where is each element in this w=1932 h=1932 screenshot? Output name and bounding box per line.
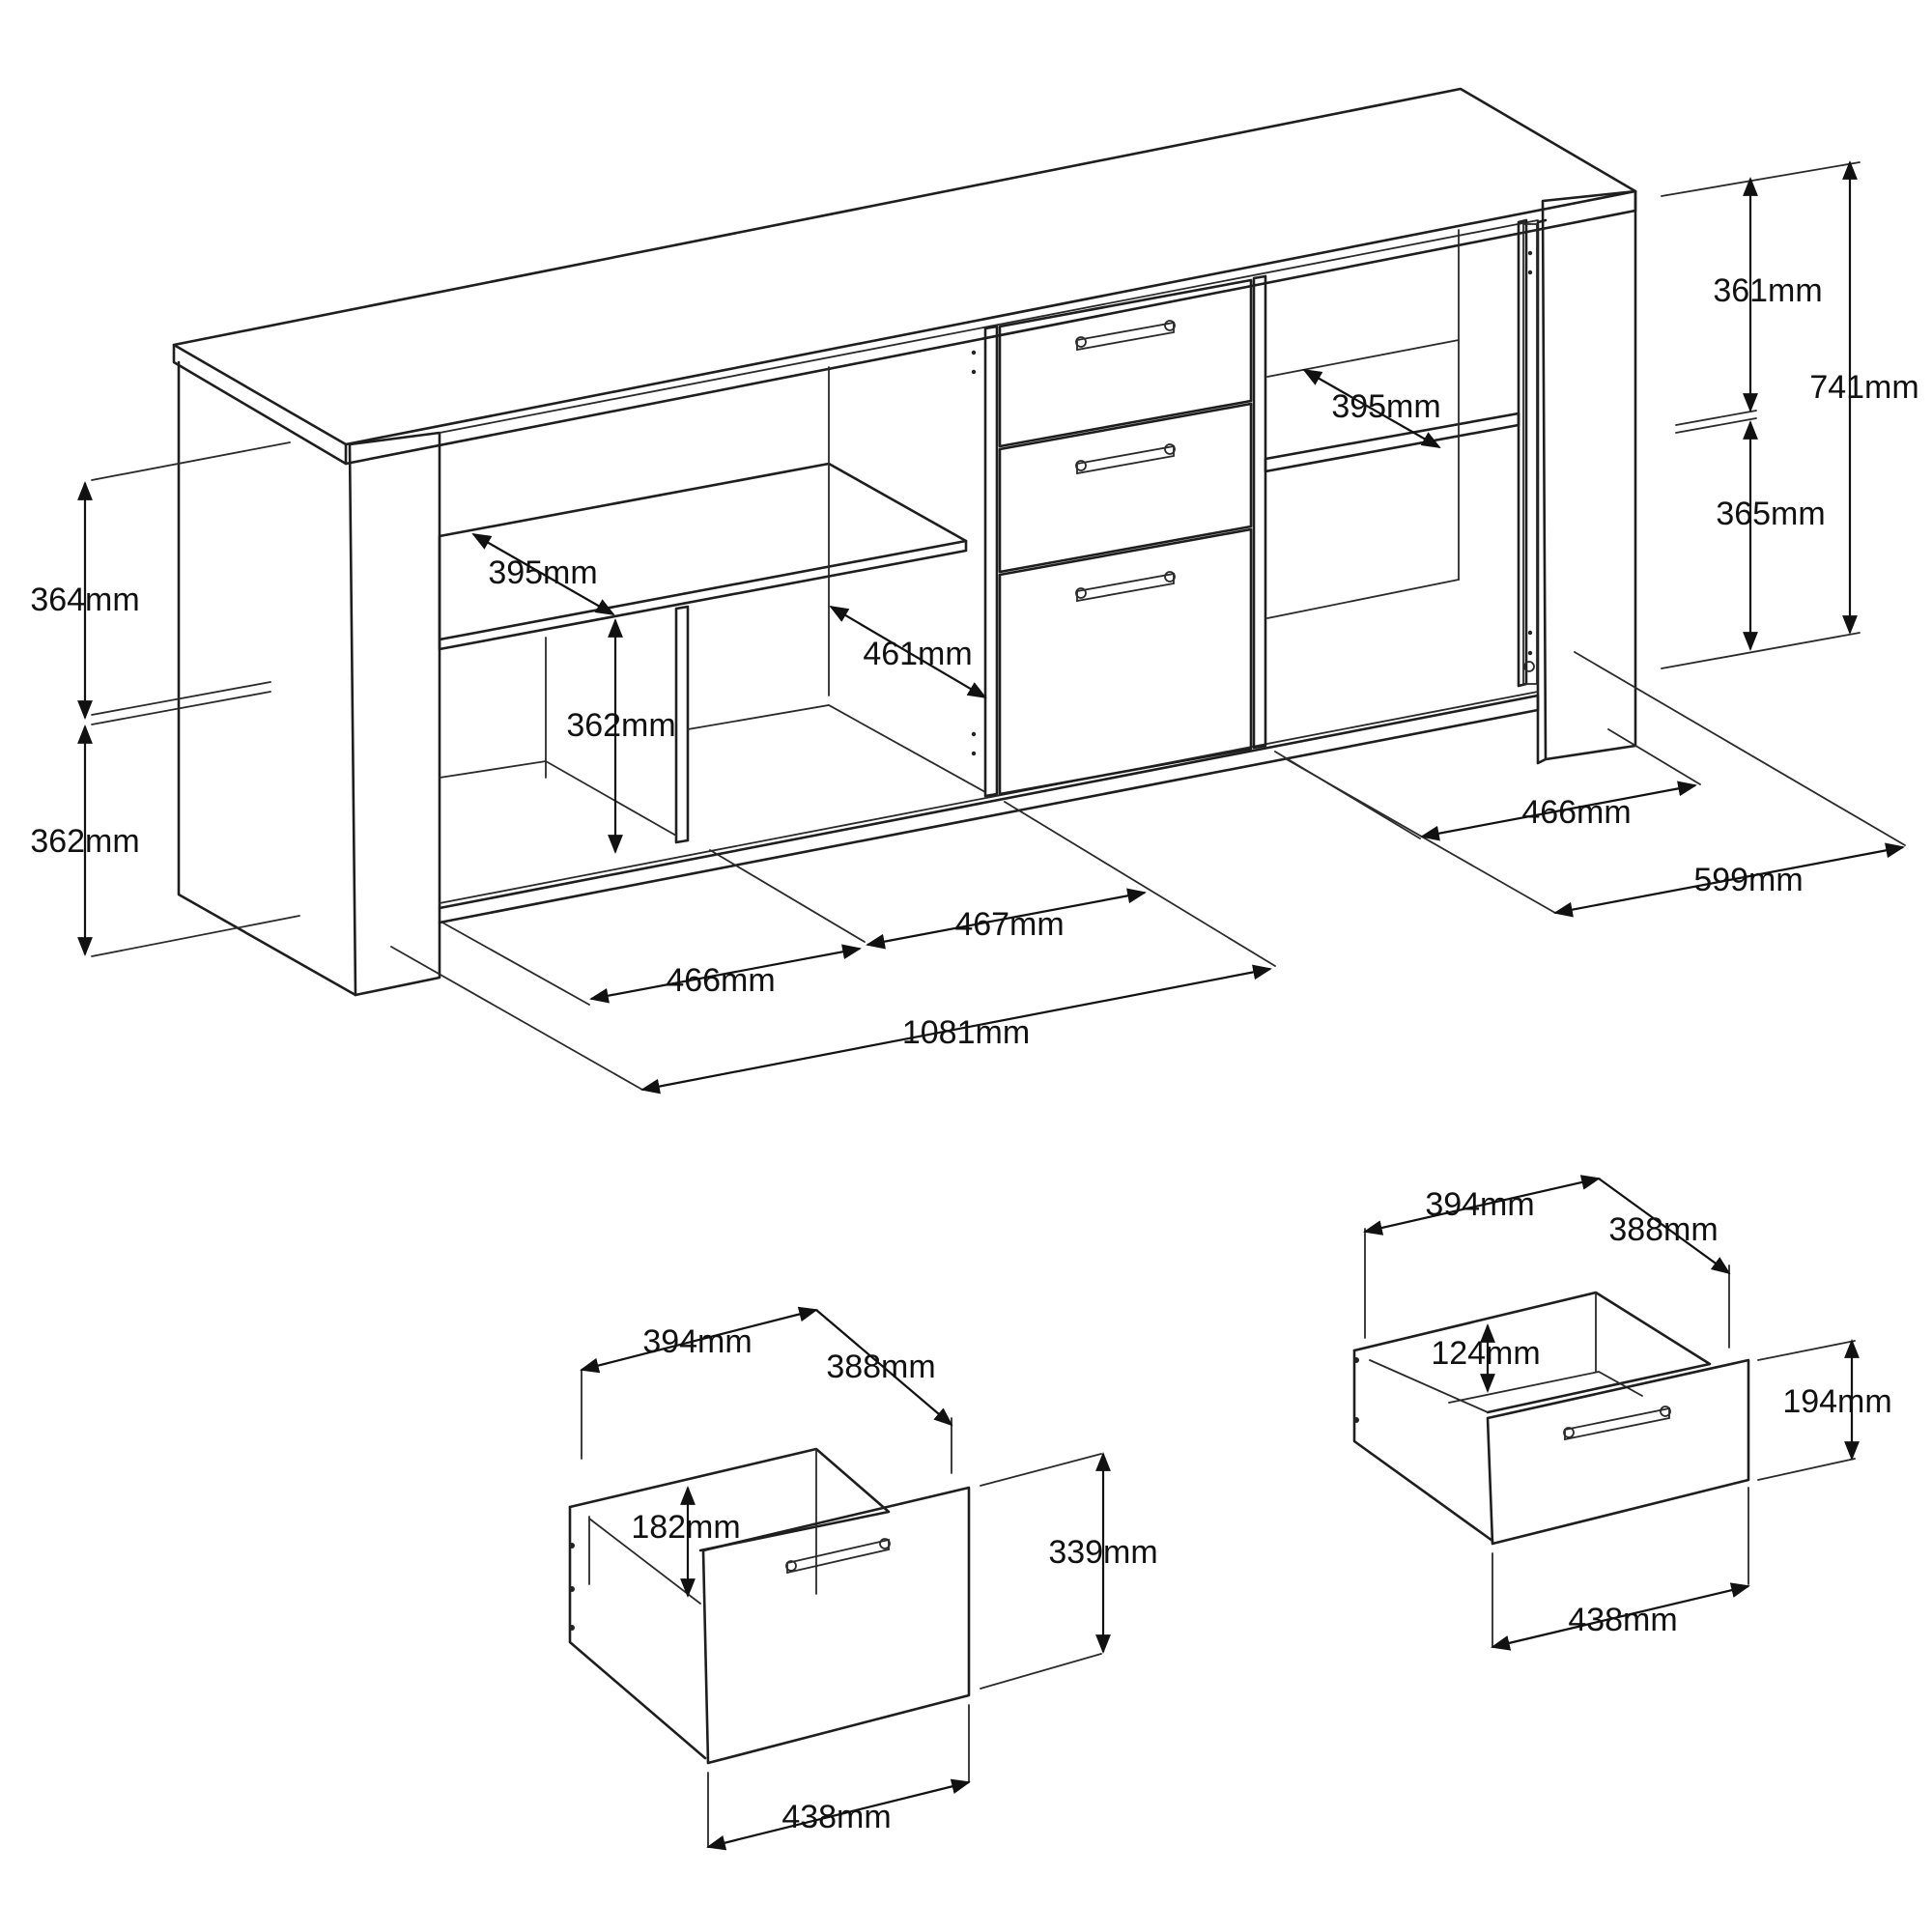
drawer-handle-top	[1075, 320, 1176, 352]
label-total-height: 741mm	[1809, 369, 1918, 406]
label-small-drawer-width-top: 394mm	[1425, 1186, 1534, 1223]
label-small-drawer-depth: 388mm	[1608, 1211, 1718, 1248]
label-left-upper-height: 364mm	[30, 582, 139, 618]
drawer-handle-bottom	[1075, 571, 1176, 603]
label-large-drawer-depth: 388mm	[826, 1349, 935, 1385]
small-drawer-handle	[1563, 1406, 1671, 1441]
small-drawer-front	[1486, 1358, 1750, 1546]
drawer-handle-middle	[1075, 443, 1176, 475]
large-drawer-handle	[785, 1538, 891, 1575]
drawer-front-bottom	[998, 527, 1253, 796]
right-end-panel	[1541, 189, 1637, 761]
label-large-drawer-front-width: 438mm	[781, 1799, 891, 1835]
drawer-front-middle	[998, 402, 1253, 574]
label-right-upper-height: 361mm	[1713, 272, 1822, 309]
small-drawer-labels: 394mm 388mm 124mm 194mm 438mm	[1425, 1186, 1891, 1638]
label-small-drawer-inner-height: 124mm	[1431, 1335, 1540, 1372]
label-bottom-left-width: 466mm	[666, 962, 775, 999]
large-drawer-dimensions	[580, 1306, 1111, 1851]
large-drawer-side	[568, 1505, 707, 1760]
left-end-panel	[348, 431, 441, 997]
label-small-drawer-front-width: 438mm	[1568, 1602, 1677, 1638]
label-shelf-depth-left: 395mm	[488, 554, 597, 591]
label-left-lower-height: 362mm	[30, 823, 139, 860]
sideboard-drawing	[172, 87, 1637, 997]
label-small-drawer-front-height: 194mm	[1782, 1383, 1891, 1420]
label-right-inner-width: 466mm	[1521, 794, 1631, 831]
label-total-depth: 599mm	[1693, 862, 1803, 898]
small-drawer-dimensions	[1363, 1175, 1860, 1651]
label-right-lower-height: 365mm	[1716, 496, 1825, 532]
middle-divider-right	[1252, 274, 1267, 750]
small-drawer-drawing	[1352, 1291, 1750, 1546]
sideboard-labels: 364mm 362mm 395mm 362mm 461mm 466mm 467m…	[30, 272, 1918, 1051]
label-bottom-middle-width: 467mm	[954, 906, 1064, 943]
label-total-width: 1081mm	[902, 1014, 1030, 1051]
drawer-front-top	[998, 278, 1253, 448]
left-shelf	[438, 462, 968, 641]
large-drawer-labels: 394mm 388mm 182mm 339mm 438mm	[631, 1323, 1157, 1835]
middle-divider-left	[983, 325, 999, 798]
sideboard-dimensions	[77, 160, 1906, 1094]
label-lower-compartment-height: 362mm	[566, 707, 675, 744]
large-drawer-front	[701, 1486, 971, 1765]
small-drawer-side	[1352, 1349, 1494, 1543]
label-large-drawer-front-height: 339mm	[1048, 1534, 1157, 1571]
large-drawer-drawing	[568, 1447, 971, 1765]
label-large-drawer-width-top: 394mm	[642, 1323, 752, 1360]
label-large-drawer-inner-height: 182mm	[631, 1509, 740, 1546]
label-inner-depth: 461mm	[863, 636, 972, 672]
label-right-shelf-depth: 395mm	[1331, 388, 1440, 425]
